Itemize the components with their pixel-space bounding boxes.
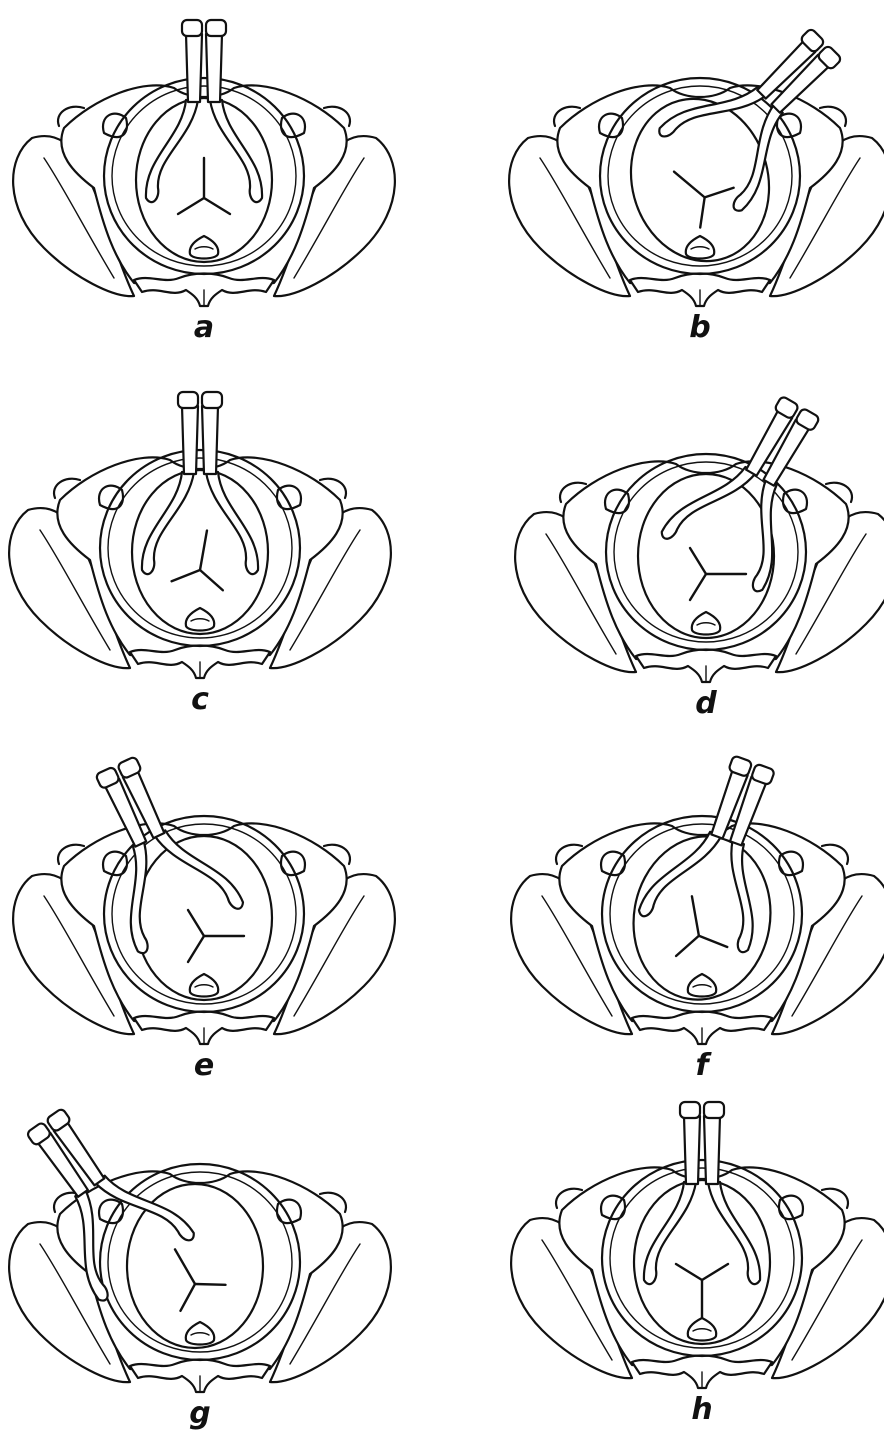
panel-label: a [4,311,404,345]
panel-f: f [502,746,884,1096]
panel-label: d [506,687,884,721]
panel-label: f [502,1049,884,1083]
pelvis-illustration [506,384,884,684]
panel-d: d [506,384,884,734]
pelvis-illustration [4,8,404,308]
forceps-right-handle [704,1116,720,1184]
pelvis-illustration [0,380,400,680]
forceps-left-handle [684,1116,700,1184]
forceps-left-handle [186,34,202,102]
panel-e: e [4,746,404,1096]
panel-h: h [502,1090,884,1440]
panel-label: c [0,683,400,717]
forceps-right-handle [206,34,222,102]
forceps-right-grip [206,20,226,36]
forceps-left-grip [680,1102,700,1118]
pelvis-illustration [0,1094,400,1394]
forceps-left-handle [182,406,198,474]
panel-b: b [500,8,884,358]
forceps-left-grip [182,20,202,36]
panel-g: g [0,1094,400,1444]
panel-label: g [0,1397,400,1431]
panel-label: b [500,311,884,345]
panel-label: h [502,1393,884,1427]
panel-a: a [4,8,404,358]
forceps-left-grip [178,392,198,408]
pelvis-illustration [502,1090,884,1390]
forceps-right-grip [704,1102,724,1118]
forceps-right-grip [202,392,222,408]
panel-c: c [0,380,400,730]
pelvis-illustration [4,746,404,1046]
panel-label: e [4,1049,404,1083]
pelvis-illustration [502,746,884,1046]
pelvis-illustration [500,8,884,308]
forceps-right-handle [202,406,218,474]
